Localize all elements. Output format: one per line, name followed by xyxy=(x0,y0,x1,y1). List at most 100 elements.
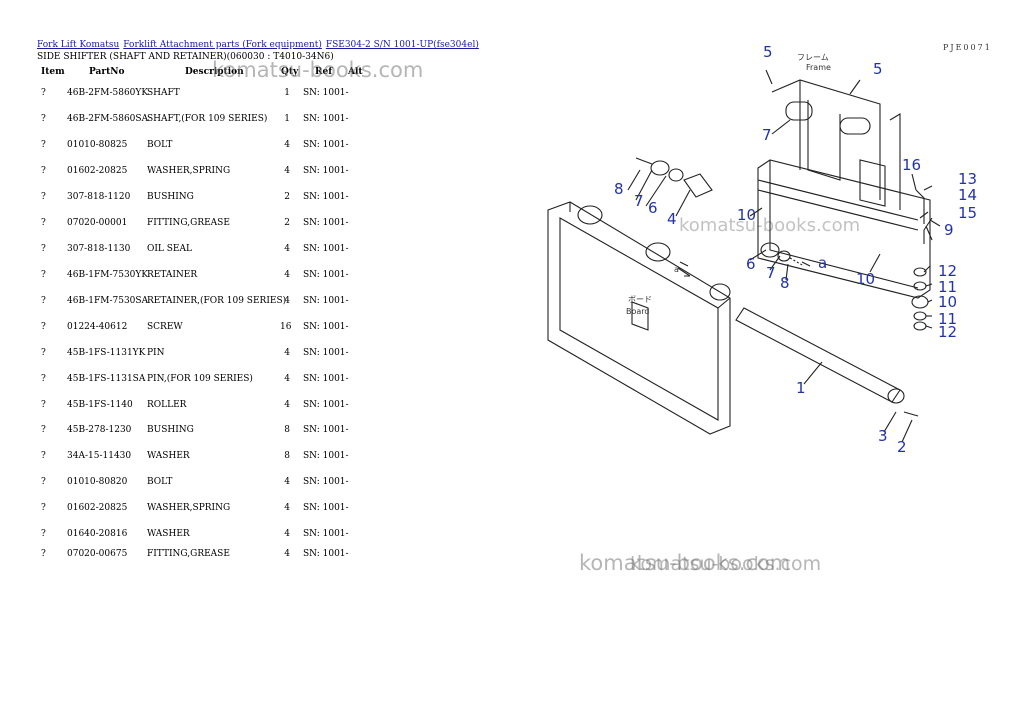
cell-partno: 46B-2FM-5860SA xyxy=(67,114,149,124)
cell-ref: SN: 1001- xyxy=(303,477,349,487)
cell-partno: 45B-278-1230 xyxy=(67,425,132,435)
cell-item: ? xyxy=(41,348,46,358)
callout-numbers: 5 5 7 16 13 8 7 6 4 14 15 10 9 6 7 8 a 1… xyxy=(614,43,977,456)
cell-description: PIN,(FOR 109 SERIES) xyxy=(147,374,253,384)
cell-item: ? xyxy=(41,296,46,306)
frame-label: Frame xyxy=(806,63,831,72)
cell-qty: 4 xyxy=(284,400,290,410)
callout-a-board: a xyxy=(674,265,679,274)
callout-6: 6 xyxy=(648,199,658,217)
cell-qty: 4 xyxy=(284,166,290,176)
callout-1: 1 xyxy=(796,379,806,397)
cell-item: ? xyxy=(41,166,46,176)
cell-item: ? xyxy=(41,244,46,254)
cell-qty: 4 xyxy=(284,140,290,150)
cell-qty: 1 xyxy=(284,88,290,98)
cell-item: ? xyxy=(41,374,46,384)
callout-5: 5 xyxy=(763,43,773,61)
cell-item: ? xyxy=(41,322,46,332)
cell-item: ? xyxy=(41,218,46,228)
cell-ref: SN: 1001- xyxy=(303,451,349,461)
cell-partno: 46B-2FM-5860YK xyxy=(67,88,149,98)
callout-4: 4 xyxy=(667,210,677,228)
breadcrumb-link-model[interactable]: FSE304-2 S/N 1001-UP(fse304el) xyxy=(325,40,479,50)
callout-12: 12 xyxy=(938,262,957,280)
cell-ref: SN: 1001- xyxy=(303,549,349,559)
cell-partno: 07020-00001 xyxy=(67,218,128,228)
cell-partno: 45B-1FS-1131YK xyxy=(67,348,146,358)
cell-partno: 34A-15-11430 xyxy=(67,451,132,461)
cell-partno: 01010-80825 xyxy=(67,140,128,150)
cell-partno: 01640-20816 xyxy=(67,529,128,539)
cell-item: ? xyxy=(41,451,46,461)
cell-description: FITTING,GREASE xyxy=(147,218,230,228)
cell-qty: 4 xyxy=(284,549,290,559)
callout-9: 9 xyxy=(944,221,954,239)
table-row: ? 01640-20816 WASHER 4 SN: 1001- xyxy=(0,529,520,543)
callout-14: 14 xyxy=(958,186,977,204)
board-jp-label: ボード xyxy=(628,295,652,304)
cell-qty: 1 xyxy=(284,114,290,124)
cell-item: ? xyxy=(41,400,46,410)
cell-item: ? xyxy=(41,88,46,98)
cell-item: ? xyxy=(41,192,46,202)
callout-16: 16 xyxy=(902,156,921,174)
cell-partno: 46B-1FM-7530YK xyxy=(67,270,149,280)
breadcrumb-link-attachment[interactable]: Forklift Attachment parts (Fork equipmen… xyxy=(123,40,322,50)
cell-description: OIL SEAL xyxy=(147,244,192,254)
breadcrumb-link-forklift[interactable]: Fork Lift Komatsu xyxy=(37,40,120,50)
frame-jp-label: フレーム xyxy=(797,53,829,62)
cell-description: ROLLER xyxy=(147,400,187,410)
cell-ref: SN: 1001- xyxy=(303,529,349,539)
cell-description: RETAINER,(FOR 109 SERIES) xyxy=(147,296,287,306)
watermark: komatsu-books.com xyxy=(212,58,424,82)
cell-partno: 01010-80820 xyxy=(67,477,128,487)
callout-12: 12 xyxy=(938,323,957,341)
cell-description: BUSHING xyxy=(147,425,194,435)
callout-10: 10 xyxy=(856,270,875,288)
diagram-page-id: PJE0071 xyxy=(943,43,992,52)
cell-ref: SN: 1001- xyxy=(303,503,349,513)
header-partno: PartNo xyxy=(89,67,125,77)
cell-ref: SN: 1001- xyxy=(303,322,349,332)
callout-3: 3 xyxy=(878,427,888,445)
callout-7: 7 xyxy=(766,264,776,282)
cell-qty: 2 xyxy=(284,192,290,202)
cell-item: ? xyxy=(41,114,46,124)
cell-description: SHAFT,(FOR 109 SERIES) xyxy=(147,114,268,124)
exploded-parts-diagram: フレーム Frame ボード Board a 5 5 7 16 13 8 7 6… xyxy=(547,43,977,456)
cell-qty: 4 xyxy=(284,244,290,254)
callout-10: 10 xyxy=(737,206,756,224)
cell-qty: 4 xyxy=(284,270,290,280)
cell-partno: 307-818-1130 xyxy=(67,244,131,254)
cell-item: ? xyxy=(41,529,46,539)
diagram-linework xyxy=(547,69,941,443)
cell-partno: 45B-1FS-1131SA xyxy=(67,374,146,384)
cell-ref: SN: 1001- xyxy=(303,140,349,150)
cell-description: WASHER xyxy=(147,451,190,461)
header-description: Description xyxy=(185,67,244,77)
cell-item: ? xyxy=(41,425,46,435)
cell-ref: SN: 1001- xyxy=(303,218,349,228)
callout-11: 11 xyxy=(938,278,957,296)
cell-qty: 4 xyxy=(284,529,290,539)
cell-description: WASHER xyxy=(147,529,190,539)
callout-15: 15 xyxy=(958,204,977,222)
page-title: SIDE SHIFTER (SHAFT AND RETAINER)(060030… xyxy=(37,52,334,62)
cell-ref: SN: 1001- xyxy=(303,114,349,124)
header-item: Item xyxy=(41,67,65,77)
watermark: komatsu-books.com xyxy=(579,551,791,575)
cell-qty: 4 xyxy=(284,348,290,358)
cell-qty: 4 xyxy=(284,477,290,487)
cell-ref: SN: 1001- xyxy=(303,425,349,435)
cell-qty: 4 xyxy=(284,374,290,384)
callout-8: 8 xyxy=(614,180,624,198)
cell-description: WASHER,SPRING xyxy=(147,503,231,513)
cell-description: RETAINER xyxy=(147,270,198,280)
cell-item: ? xyxy=(41,477,46,487)
